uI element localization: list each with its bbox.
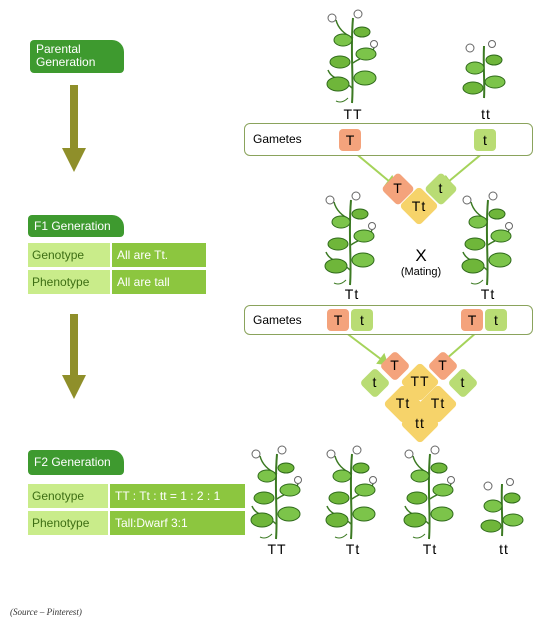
f1-genotype-row: Genotype All are Tt. (28, 243, 206, 267)
parent-right-genotype: tt (481, 106, 491, 122)
punnett-mid-right: Tt (430, 395, 446, 411)
punnett-left: t (372, 374, 378, 390)
fusion-recessive: t (438, 180, 444, 196)
mating-text: (Mating) (400, 266, 442, 278)
f2-genotype-key: Genotype (28, 484, 108, 508)
f2-genotype-1: TT (267, 541, 287, 557)
f2-generation-label: F2 Generation (28, 450, 124, 475)
gamete-right-dominant: T (461, 309, 483, 331)
fusion-result: Tt (411, 198, 427, 214)
f2-genotype-row: Genotype TT : Tt : tt = 1 : 2 : 1 (28, 484, 245, 508)
gamete-left-dominant: T (327, 309, 349, 331)
f1-generation-text: F1 Generation (34, 219, 111, 233)
gametes-label-1: Gametes (253, 132, 302, 146)
parental-generation-label: Parental Generation (30, 40, 124, 73)
f2-genotype-3: Tt (422, 541, 438, 557)
f1-generation-label: F1 Generation (28, 215, 124, 237)
punnett-top-left: T (390, 357, 400, 373)
punnett-right: t (460, 374, 466, 390)
f2-phenotype-value: Tall:Dwarf 3:1 (110, 511, 245, 535)
punnett-top-right: T (438, 357, 448, 373)
fusion-dominant: T (393, 180, 403, 196)
f1-right-genotype: Tt (480, 286, 496, 302)
mating-symbol: X (Mating) (386, 246, 456, 278)
f2-genotype-value: TT : Tt : tt = 1 : 2 : 1 (110, 484, 245, 508)
parent-left-genotype: TT (343, 106, 363, 122)
f2-phenotype-row: Phenotype Tall:Dwarf 3:1 (28, 511, 245, 535)
f2-generation-text: F2 Generation (34, 455, 111, 469)
punnett-center: TT (410, 373, 430, 389)
source-caption: (Source – Pinterest) (10, 607, 82, 617)
f1-phenotype-key: Phenotype (28, 270, 110, 294)
gamete-right-recessive: t (485, 309, 507, 331)
f1-phenotype-row: Phenotype All are tall (28, 270, 206, 294)
f1-genotype-value: All are Tt. (112, 243, 206, 267)
punnett-bottom: tt (415, 415, 425, 431)
gametes-box-f1: Gametes T t T t (244, 305, 533, 335)
gametes-label-2: Gametes (253, 313, 302, 327)
gamete-recessive-1: t (474, 129, 496, 151)
cross-x: X (415, 246, 427, 265)
f1-left-genotype: Tt (344, 286, 360, 302)
gametes-box-parental: Gametes T t (244, 123, 533, 156)
f2-genotype-4: tt (499, 541, 509, 557)
gamete-left-recessive: t (351, 309, 373, 331)
f1-genotype-key: Genotype (28, 243, 110, 267)
f1-phenotype-value: All are tall (112, 270, 206, 294)
gamete-dominant-1: T (339, 129, 361, 151)
parental-generation-text: Parental Generation (36, 42, 96, 69)
punnett-mid-left: Tt (395, 395, 411, 411)
f2-genotype-2: Tt (345, 541, 361, 557)
f2-phenotype-key: Phenotype (28, 511, 108, 535)
